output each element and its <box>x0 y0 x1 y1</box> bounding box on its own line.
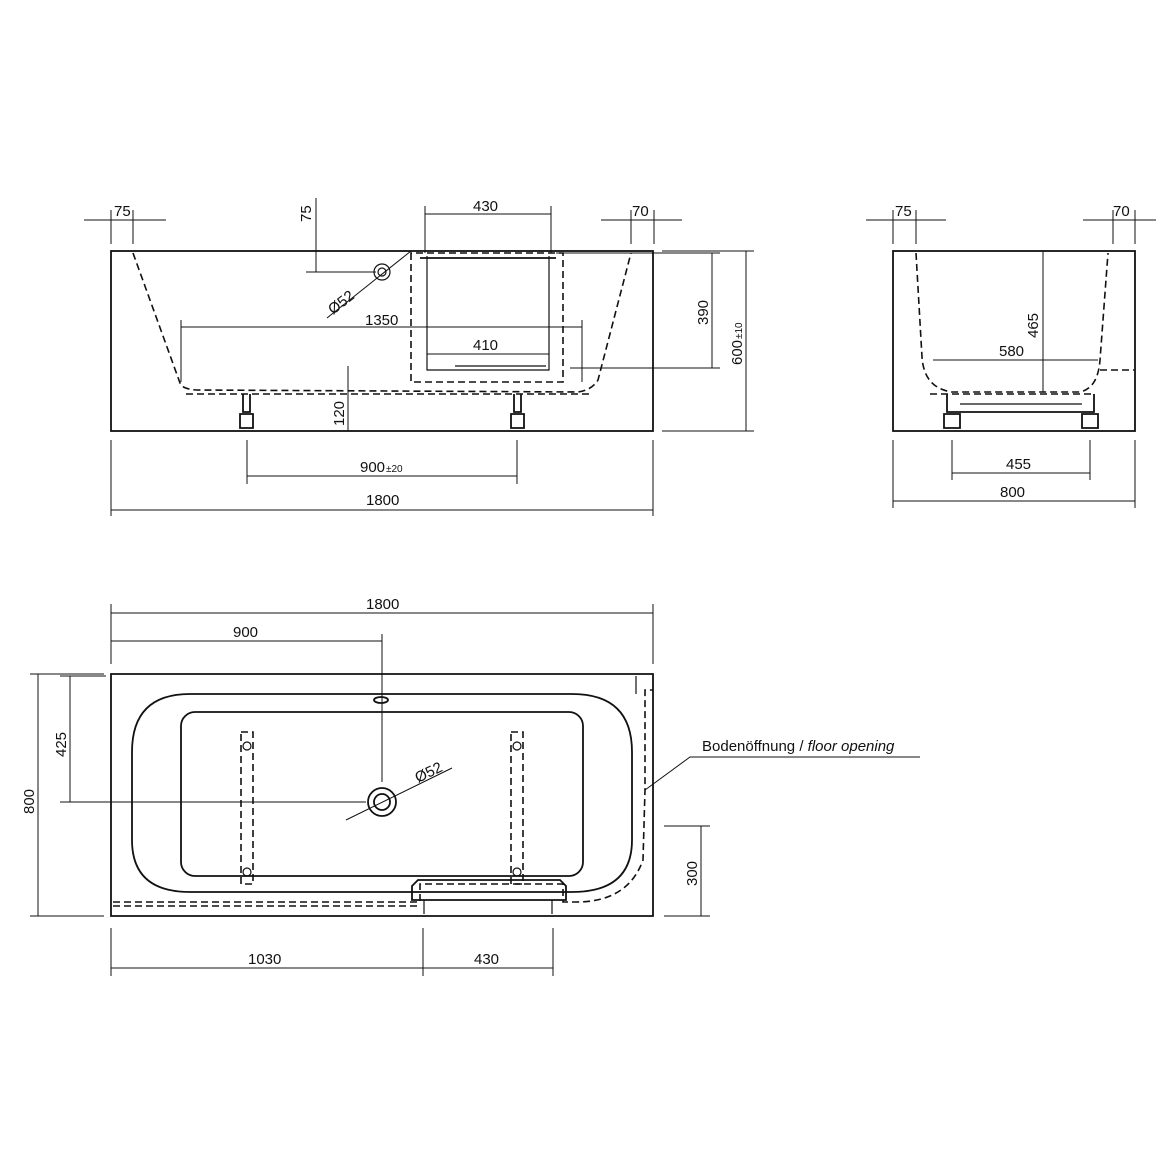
svg-text:±10: ±10 <box>734 322 745 339</box>
dim-side-width-800: 800 <box>1000 484 1025 501</box>
dim-total-height-600: 600 ±10 <box>729 322 746 365</box>
svg-text:±20: ±20 <box>386 464 403 475</box>
dim-side-inner-580: 580 <box>999 343 1024 360</box>
side-feet <box>943 394 1099 429</box>
front-view: 75 75 430 70 Ø52 1350 410 390 600 ±10 12… <box>84 198 754 516</box>
dim-door-430: 430 <box>473 198 498 215</box>
side-view: 75 70 465 580 455 800 <box>866 203 1156 508</box>
dim-overflow-diameter: Ø52 <box>325 287 358 318</box>
dim-drain-offset-425: 425 <box>53 732 70 757</box>
dim-side-75: 75 <box>895 203 912 220</box>
dim-side-depth-465: 465 <box>1025 313 1042 338</box>
top-outline <box>110 673 654 917</box>
dim-side-feet-455: 455 <box>1006 456 1031 473</box>
dim-drain-diameter: Ø52 <box>412 759 445 787</box>
svg-text:600: 600 <box>729 340 746 365</box>
front-inner-profile <box>132 252 632 393</box>
dim-top-length-1800: 1800 <box>366 596 399 613</box>
dim-inner-1350: 1350 <box>365 312 398 329</box>
floor-opening-label: Bodenöffnung / floor opening <box>702 738 895 755</box>
svg-text:900: 900 <box>360 459 385 476</box>
floor-opening-contour <box>113 689 653 903</box>
dim-door-inner-410: 410 <box>473 337 498 354</box>
dim-front-1030: 1030 <box>248 951 281 968</box>
dim-feet-spacing-900: 900 ±20 <box>360 459 403 476</box>
dim-front-75-left: 75 <box>114 203 131 220</box>
top-view: 1800 900 425 800 Ø52 300 Bodenöffnung / … <box>21 596 920 976</box>
side-inner-profile <box>915 252 1109 393</box>
side-outline <box>892 250 1136 432</box>
dim-front-70-right: 70 <box>632 203 649 220</box>
dim-total-length-1800: 1800 <box>366 492 399 509</box>
dim-corner-300: 300 <box>684 861 701 886</box>
foot-left <box>239 394 254 429</box>
drain-icon <box>367 787 397 817</box>
dim-door-height-390: 390 <box>695 300 712 325</box>
dim-side-70: 70 <box>1113 203 1130 220</box>
dim-foot-height-120: 120 <box>331 401 348 426</box>
door-frame <box>410 252 564 383</box>
basin-rim <box>131 693 633 893</box>
front-dimensions <box>84 198 754 516</box>
side-dimensions <box>866 210 1156 508</box>
top-feet <box>240 731 524 885</box>
foot-right <box>510 394 525 429</box>
front-outline <box>110 250 654 432</box>
dim-top-width-800: 800 <box>21 789 38 814</box>
dim-door-430-bottom: 430 <box>474 951 499 968</box>
top-dimensions <box>30 604 920 976</box>
overflow-icon <box>373 263 391 281</box>
dim-front-75-top: 75 <box>298 205 315 222</box>
dim-drain-position-900: 900 <box>233 624 258 641</box>
